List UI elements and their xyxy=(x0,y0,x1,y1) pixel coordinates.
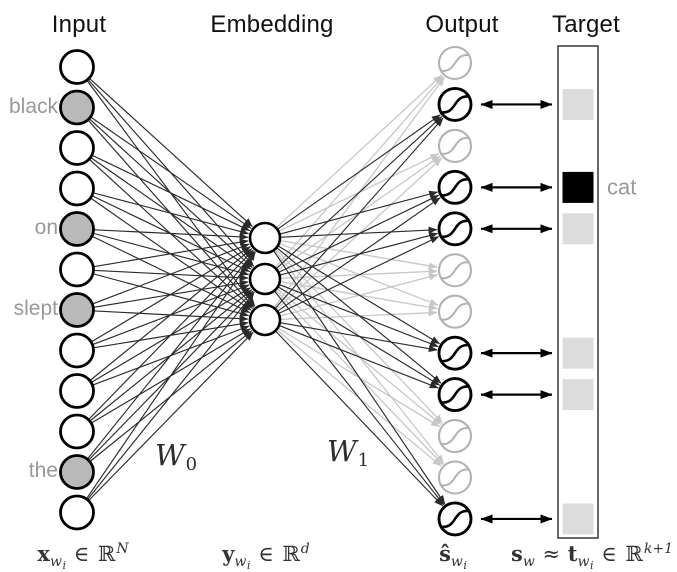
math-segment: i xyxy=(62,559,66,572)
input-node xyxy=(59,413,95,450)
sigmoid-icon xyxy=(440,261,470,280)
math-segment: k+1 xyxy=(643,541,673,557)
output-layer-heading: Output xyxy=(425,11,499,38)
input-node-label: on xyxy=(34,216,58,239)
math-segment: i xyxy=(589,559,594,572)
input-word-labels: black on slept the xyxy=(0,0,58,572)
math-segment: ℝ xyxy=(282,542,300,566)
sigmoid-icon xyxy=(440,427,470,446)
math-segment: ℝ xyxy=(625,542,643,566)
math-segment: ∈ xyxy=(594,542,624,566)
input-node xyxy=(59,130,95,166)
sigmoid-icon xyxy=(440,468,470,487)
input-node xyxy=(59,49,95,85)
target-cell xyxy=(562,503,594,535)
math-segment: ≈ xyxy=(535,542,567,566)
math-segment: t xyxy=(567,541,578,566)
output-target-arrows xyxy=(480,99,553,524)
nodes xyxy=(59,45,473,537)
sigmoid-icon xyxy=(440,136,470,155)
embedding-vector-math: ywi ∈ ℝd xyxy=(222,541,310,572)
target-vector-math: sw ≈ twi ∈ ℝk+1 xyxy=(511,541,673,572)
target-layer-heading: Target xyxy=(552,11,620,38)
input-to-embedding-edges xyxy=(86,78,256,501)
embedding-to-output-edges-inactive xyxy=(273,74,445,467)
input-node xyxy=(59,332,95,369)
sigmoid-icon xyxy=(440,95,470,114)
embedding-node xyxy=(248,221,282,255)
input-node-label: black xyxy=(8,94,58,118)
w1-symbol: W xyxy=(326,434,357,468)
target-cell xyxy=(562,213,594,245)
target-cell xyxy=(562,89,594,120)
input-node-label: slept xyxy=(13,297,58,320)
sigmoid-icon xyxy=(440,178,470,197)
target-highlight-label: cat xyxy=(607,174,636,199)
sigmoid-icon xyxy=(440,343,470,363)
embedding-node xyxy=(248,303,282,337)
sigmoid-icon xyxy=(440,302,470,321)
weight-matrix-w0-label: W0 xyxy=(154,438,198,475)
w1-subscript: 1 xyxy=(357,450,370,471)
target-cell xyxy=(562,337,594,369)
sigmoid-icon xyxy=(440,219,470,239)
math-segment: w xyxy=(450,554,463,570)
math-segment: w xyxy=(234,554,247,570)
math-segment: i xyxy=(246,559,251,572)
embedding-node xyxy=(248,262,282,296)
math-segment: y xyxy=(222,541,235,566)
math-segment: ℝ xyxy=(97,542,116,566)
math-segment: w xyxy=(577,554,590,570)
math-segment: ŝ xyxy=(439,541,451,566)
math-segment: ∈ xyxy=(251,542,281,566)
math-segment: i xyxy=(463,559,467,572)
target-cell xyxy=(562,171,594,203)
input-node xyxy=(59,292,95,328)
math-segment: d xyxy=(300,541,310,557)
sigmoid-icon xyxy=(440,53,470,73)
target-vector-box xyxy=(557,45,599,539)
math-segment: w xyxy=(49,554,62,570)
w0-subscript: 0 xyxy=(185,454,198,475)
input-layer-heading: Input xyxy=(51,11,107,38)
math-segment: x xyxy=(37,541,50,566)
input-node xyxy=(59,251,95,288)
input-node xyxy=(59,494,95,531)
output-vector-math: ŝwi xyxy=(439,541,467,572)
input-node xyxy=(59,373,95,409)
math-segment: s xyxy=(511,541,523,566)
math-segment: w xyxy=(522,554,535,570)
input-node xyxy=(59,454,95,490)
w0-symbol: W xyxy=(154,438,185,472)
input-node xyxy=(59,211,95,247)
math-segment: N xyxy=(116,541,129,557)
target-cell xyxy=(562,379,594,411)
input-node xyxy=(59,170,95,207)
sigmoid-icon xyxy=(440,509,470,529)
math-segment: ∈ xyxy=(66,542,96,566)
target-vector: cat xyxy=(557,45,636,539)
input-vector-math: xwi ∈ ℝN xyxy=(37,541,129,572)
embedding-layer-heading: Embedding xyxy=(210,11,334,38)
input-node xyxy=(59,89,95,126)
sigmoid-icon xyxy=(440,385,470,404)
embedding-to-output-edges-active xyxy=(273,114,446,507)
weight-matrix-w1-label: W1 xyxy=(326,434,370,471)
input-node-label: the xyxy=(28,459,58,482)
